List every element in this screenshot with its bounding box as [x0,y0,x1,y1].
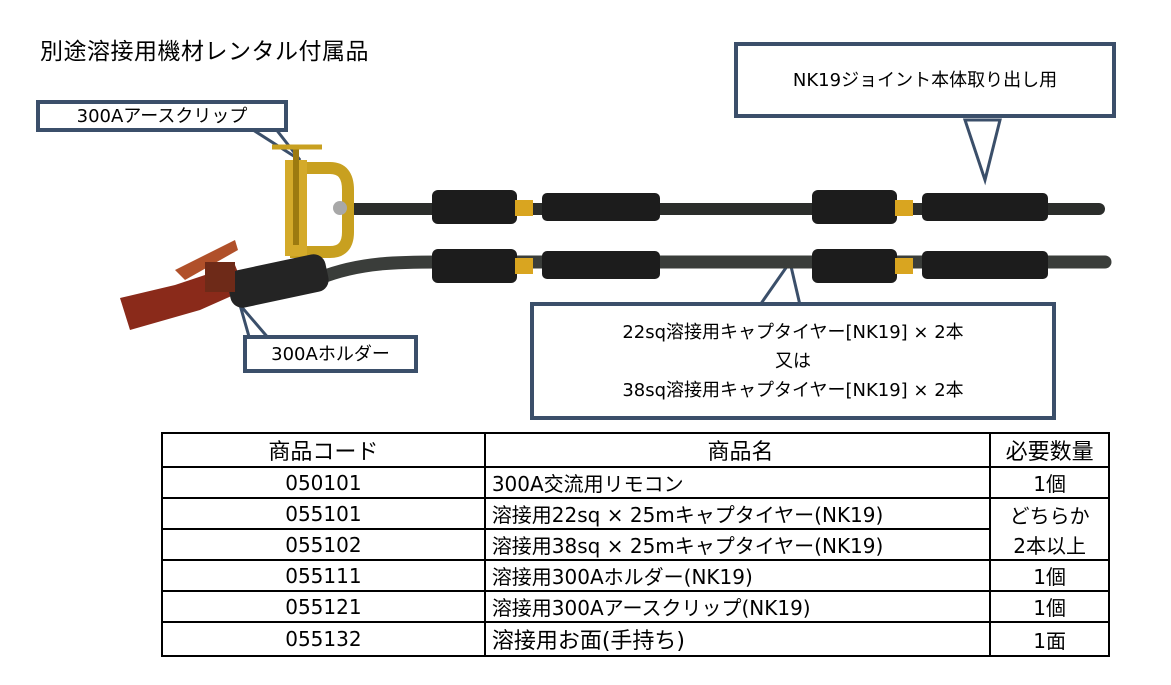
welding-equipment-illustration [120,118,1112,342]
holder-callout: 300Aホルダー [243,335,418,373]
electrode-holder-image [120,240,329,330]
joint-callout-pointer [962,118,1002,186]
earth-clip-callout-text: 300Aアースクリップ [76,105,248,127]
clip-callout-pointer [244,126,302,162]
cable-callout-line1: 22sq溶接用キャプタイヤー[NK19] × 2本 [622,321,964,343]
product-table: 商品コード 商品名 必要数量 050101 300A交流用リモコン 1個 055… [161,432,1110,657]
header-product-name: 商品名 [483,432,992,468]
earth-clip-callout: 300Aアースクリップ [36,100,288,132]
product-name: 溶接用22sq × 25mキャプタイヤー(NK19) [483,497,992,530]
product-name: 300A交流用リモコン [483,466,992,499]
required-quantity: どちらか [989,497,1110,529]
product-name: 溶接用300Aホルダー(NK19) [483,559,992,592]
product-code: 055132 [161,621,486,657]
required-quantity: 1個 [989,590,1110,623]
cable-callout-line2: 又は [775,350,811,372]
required-quantity: 1個 [989,466,1110,499]
holder-callout-text: 300Aホルダー [271,343,390,365]
cable-callout: 22sq溶接用キャプタイヤー[NK19] × 2本 又は 38sq溶接用キャプタ… [530,302,1056,420]
table-row: 055111 溶接用300Aホルダー(NK19) 1個 [161,559,1110,592]
connector-plug [432,249,517,283]
table-row: 055121 溶接用300Aアースクリップ(NK19) 1個 [161,590,1110,623]
connector-sleeve [922,193,1048,221]
product-name: 溶接用38sq × 25mキャプタイヤー(NK19) [483,528,992,561]
product-code: 055111 [161,559,486,592]
product-code: 055101 [161,497,486,530]
product-name: 溶接用300Aアースクリップ(NK19) [483,590,992,623]
cable-callout-line3: 38sq溶接用キャプタイヤー[NK19] × 2本 [622,379,964,401]
table-header-row: 商品コード 商品名 必要数量 [161,432,1110,468]
joint-callout-text: NK19ジョイント本体取り出し用 [792,69,1058,91]
table-row: 055102 溶接用38sq × 25mキャプタイヤー(NK19) 2本以上 [161,528,1110,561]
table-row: 055132 溶接用お面(手持ち) 1面 [161,621,1110,657]
connector-sleeve [542,193,660,221]
required-quantity: 1面 [989,621,1110,657]
product-name: 溶接用お面(手持ち) [483,621,992,657]
table-row: 055101 溶接用22sq × 25mキャプタイヤー(NK19) どちらか [161,497,1110,530]
required-quantity: 2本以上 [989,529,1110,561]
cable-bottom [313,249,1112,285]
table-row: 050101 300A交流用リモコン 1個 [161,466,1110,499]
header-product-code: 商品コード [161,432,486,468]
product-code: 055121 [161,590,486,623]
connector-plug [432,190,517,224]
earth-clip-image [272,144,354,258]
connector-sleeve [542,251,660,279]
connector-sleeve [922,251,1048,279]
product-code: 050101 [161,466,486,499]
connector-plug [812,249,897,283]
header-required-quantity: 必要数量 [989,432,1110,468]
joint-callout: NK19ジョイント本体取り出し用 [734,42,1116,118]
cable-top [345,190,1105,224]
product-code: 055102 [161,528,486,561]
page-title: 別途溶接用機材レンタル付属品 [40,39,369,65]
required-quantity: 1個 [989,559,1110,592]
connector-plug [812,190,897,224]
